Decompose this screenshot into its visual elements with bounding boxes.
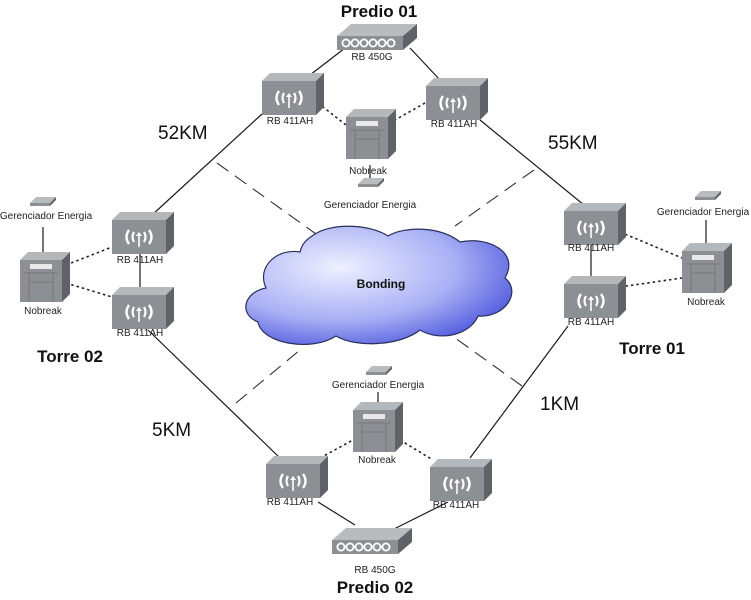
predio01-switch-icon xyxy=(336,23,418,51)
distance-label-52km: 52KM xyxy=(158,123,208,144)
link-predio01-torre01 xyxy=(479,119,585,206)
bonding-path-se xyxy=(443,329,523,387)
bonding-cloud xyxy=(245,225,513,346)
predio01-ups-icon xyxy=(345,108,397,160)
distance-label-55km: 55KM xyxy=(548,133,598,154)
bonding-path-ne xyxy=(454,169,535,227)
torre02-power-manager-icon xyxy=(30,197,56,206)
predio01-radio-right-icon xyxy=(424,76,490,122)
predio01-radio-left-label: RB 411AH xyxy=(266,116,314,127)
predio02-radio-right-label: RB 411AH xyxy=(432,500,480,511)
predio01-ups-label: Nobreak xyxy=(349,166,387,177)
ups-link-predio02-left xyxy=(319,439,354,459)
site-label-torre01: Torre 01 xyxy=(619,339,685,358)
predio01-power-manager-label: Gerenciador Energia xyxy=(323,200,417,211)
predio02-power-manager-label: Gerenciador Energia xyxy=(331,380,425,391)
link-predio01-torre02 xyxy=(151,113,263,216)
link-torre02-predio02 xyxy=(147,329,281,459)
torre02-radio-top-icon xyxy=(110,210,176,256)
torre02-power-manager-label: Gerenciador Energia xyxy=(0,211,93,222)
ups-link-torre01-top xyxy=(619,231,683,259)
cloud-label: Bonding xyxy=(356,277,406,291)
ups-link-torre02-top xyxy=(65,246,113,266)
predio01-radio-right-label: RB 411AH xyxy=(430,119,478,130)
predio01-switch-label: RB 450G xyxy=(351,52,393,63)
bonding-path-nw xyxy=(216,162,317,235)
predio02-switch-icon xyxy=(331,527,413,555)
ups-link-torre01-bottom xyxy=(619,277,683,288)
torre02-radio-bottom-label: RB 411AH xyxy=(116,328,164,339)
site-label-torre02: Torre 02 xyxy=(37,347,103,366)
site-label-predio02: Predio 02 xyxy=(336,578,414,597)
predio01-power-manager-icon xyxy=(358,178,384,187)
predio02-radio-left-icon xyxy=(264,454,330,500)
torre02-radio-top-label: RB 411AH xyxy=(116,255,164,266)
distance-label-1km: 1KM xyxy=(540,394,580,415)
predio02-radio-right-icon xyxy=(428,457,494,503)
torre01-ups-icon xyxy=(681,242,733,294)
ups-link-predio01-right xyxy=(394,102,426,121)
torre01-power-manager-label: Gerenciador Energia xyxy=(656,207,750,218)
link-torre01-predio02 xyxy=(469,325,569,459)
predio02-power-manager-icon xyxy=(366,366,392,375)
predio02-ups-icon xyxy=(352,401,404,453)
torre02-radio-bottom-icon xyxy=(110,285,176,331)
distance-label-5km: 5KM xyxy=(152,420,192,441)
ups-link-predio02-right xyxy=(399,439,434,461)
predio02-ups-label: Nobreak xyxy=(358,455,396,466)
torre02-ups-icon xyxy=(19,251,71,303)
link-predio02-switch-left-radio xyxy=(317,501,356,526)
predio02-switch-label: RB 450G xyxy=(354,565,396,576)
predio01-radio-left-icon xyxy=(260,71,326,117)
site-label-predio01: Predio 01 xyxy=(340,2,418,21)
torre01-power-manager-icon xyxy=(695,191,721,200)
ups-link-torre02-bottom xyxy=(65,282,113,298)
torre01-radio-top-label: RB 411AH xyxy=(567,243,615,254)
link-predio01-switch-left-radio xyxy=(309,47,346,76)
link-predio02-switch-right-radio xyxy=(391,501,449,531)
predio02-radio-left-label: RB 411AH xyxy=(266,497,314,508)
link-predio01-switch-right-radio xyxy=(409,47,441,81)
torre01-ups-label: Nobreak xyxy=(687,297,725,308)
torre02-ups-label: Nobreak xyxy=(24,306,62,317)
torre01-radio-bottom-icon xyxy=(562,274,628,320)
bonding-path-sw xyxy=(235,349,301,404)
torre01-radio-bottom-label: RB 411AH xyxy=(567,317,615,328)
torre01-radio-top-icon xyxy=(562,201,628,247)
